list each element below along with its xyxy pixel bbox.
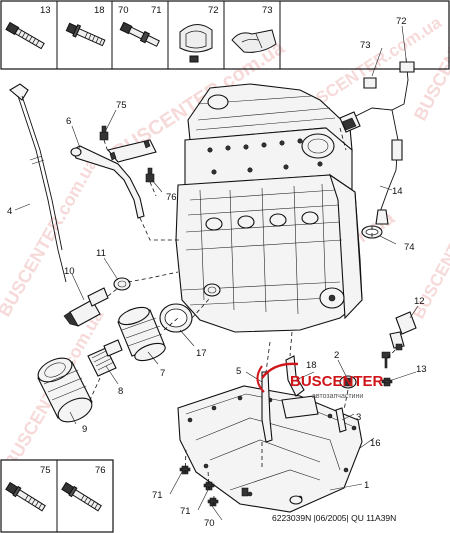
callout-11: 11 [96,248,106,259]
logo-tagline: автозапчастини [312,393,363,400]
sensor-harness[interactable] [339,57,415,225]
box-label-13: 13 [40,5,51,16]
callout-13: 13 [416,364,427,375]
bolt-icon [5,21,45,50]
oil-cooler[interactable] [117,304,168,364]
callout-labels: 4 6 75 76 11 10 7 8 9 17 5 18 2 3 16 1 1… [7,16,427,529]
top-parts-row: 13 18 70 71 [0,0,450,70]
assembly-lines [89,127,396,470]
bolt-18-box[interactable]: 18 [65,5,107,48]
oil-pickup-pipe[interactable] [261,331,319,443]
callout-7: 7 [160,368,165,379]
callout-72: 72 [396,16,407,27]
stud-icon [119,21,160,47]
callout-1: 1 [364,480,369,491]
callout-14: 14 [392,186,403,197]
box-label-70: 70 [118,5,129,16]
callout-5: 5 [236,366,241,377]
flange-bolt-icon [65,22,106,47]
bolt-icon [5,481,46,512]
callout-17: 17 [196,348,207,359]
oil-pressure-switch[interactable] [63,271,179,327]
box-label-75: 75 [40,465,51,476]
box-label-72: 72 [208,5,219,16]
oil-sump[interactable] [177,385,363,513]
callout-74: 74 [404,242,415,253]
clip-72-box[interactable]: 72 [179,5,219,63]
box-label-73: 73 [262,5,273,16]
leader-lines [14,25,419,521]
callout-10: 10 [64,266,75,277]
block-ports [205,211,319,231]
callout-18: 18 [306,360,317,371]
sump-fasteners[interactable] [179,449,249,507]
dipstick[interactable] [9,83,67,283]
callout-75: 75 [116,100,127,111]
box-label-18: 18 [94,5,105,16]
head-bolts [207,138,323,175]
dipstick-tube[interactable] [70,139,180,241]
callout-70: 70 [204,518,215,529]
callout-6: 6 [66,116,71,127]
temperature-sensor-2[interactable] [339,375,357,389]
callout-12: 12 [414,296,425,307]
box-label-76: 76 [95,465,106,476]
callout-71: 71 [152,490,163,501]
bottom-parts-row: 75 76 [0,459,114,533]
stud-70-71-box[interactable]: 70 71 [118,5,162,48]
callout-8: 8 [118,386,123,397]
clip-icon [179,24,213,63]
sensor-12[interactable] [389,311,417,351]
callout-16: 16 [370,438,381,449]
oil-filter[interactable] [34,353,95,426]
callout-2: 2 [334,350,339,361]
clip-icon [231,29,277,53]
callout-3: 3 [356,412,361,423]
callout-4: 4 [7,206,12,217]
callout-76: 76 [166,192,177,203]
callout-71: 71 [180,506,191,517]
bolt-13[interactable] [381,351,393,387]
clip-73-box[interactable]: 73 [231,5,277,53]
buscenter-logo: BUSCENTER автозапчастини [256,362,384,400]
reference-code: 6223039N |06/2005| QU 11A39N [272,513,396,523]
logo-text: BUSCENTER [290,373,384,390]
engine-block[interactable] [175,83,363,333]
callout-9: 9 [82,424,87,435]
box-label-71: 71 [151,5,162,16]
seal-ring[interactable] [159,303,193,333]
bolt-76-box[interactable]: 76 [61,465,106,512]
bolt-75-box[interactable]: 75 [5,465,51,512]
callout-73: 73 [360,40,371,51]
filter-adapter[interactable] [87,339,123,377]
watermark-text: BUSCENTER.com.ua [0,153,102,320]
stud-3[interactable] [335,407,347,433]
bolt-icon [61,481,102,512]
bolt-13-box[interactable]: 13 [5,5,51,50]
